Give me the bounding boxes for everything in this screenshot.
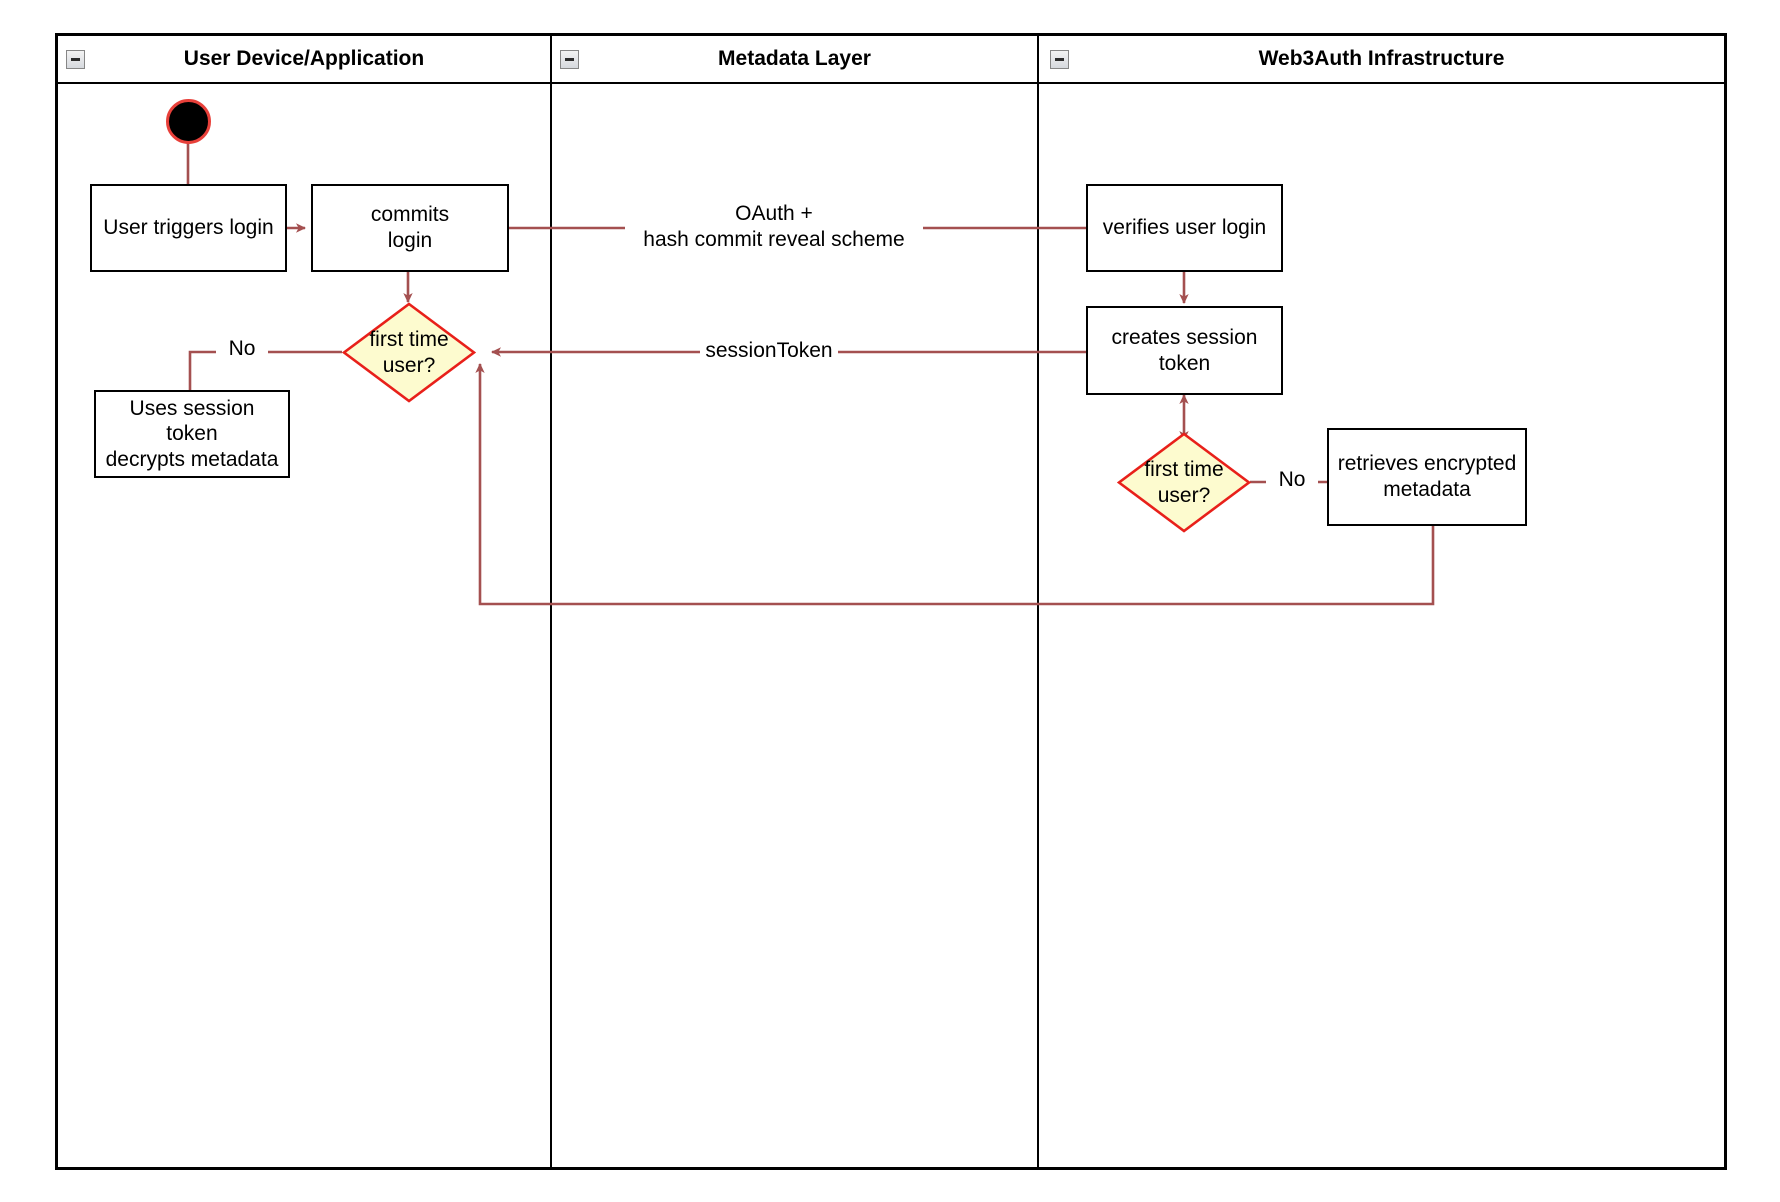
activity-label: retrieves encrypted metadata [1337, 452, 1517, 501]
lane-header-metadata-layer[interactable]: Metadata Layer [552, 36, 1039, 84]
activity-creates-session-token[interactable]: creates session token [1086, 306, 1283, 395]
decision-label: first time user? [369, 327, 449, 377]
activity-user-triggers-login[interactable]: User triggers login [90, 184, 287, 272]
lane-title-user-device: User Device/Application [183, 47, 425, 70]
edge-label-oauth-commit: OAuth + hash commit reveal scheme [625, 201, 923, 254]
decision-label: first time user? [1144, 457, 1224, 507]
collapse-minus-icon-user-device[interactable] [66, 50, 85, 69]
decision-first-time-user-right[interactable]: first time user? [1116, 432, 1252, 533]
edge-label-no-right: No [1266, 467, 1318, 494]
lane-body-metadata-layer [552, 84, 1039, 1167]
activity-label: verifies user login [1102, 216, 1267, 240]
activity-commits-login[interactable]: commits login [311, 184, 509, 272]
edge-label-no-left: No [216, 336, 268, 363]
collapse-minus-icon-web3auth[interactable] [1050, 50, 1069, 69]
lane-title-metadata-layer: Metadata Layer [718, 47, 871, 70]
decision-diamond-shape [341, 302, 477, 403]
activity-label: User triggers login [103, 216, 274, 240]
collapse-minus-icon-metadata-layer[interactable] [560, 50, 579, 69]
lane-title-web3auth: Web3Auth Infrastructure [1258, 47, 1505, 70]
activity-label: creates session token [1111, 325, 1258, 375]
lane-header-user-device[interactable]: User Device/Application [58, 36, 552, 84]
activity-label: Uses session token decrypts metadata [105, 396, 279, 471]
lane-body-user-device [58, 84, 552, 1167]
activity-uses-session-token[interactable]: Uses session token decrypts metadata [94, 390, 290, 478]
decision-diamond-shape [1116, 432, 1252, 533]
lane-header-web3auth[interactable]: Web3Auth Infrastructure [1039, 36, 1724, 84]
start-node [166, 99, 211, 144]
activity-label: commits login [370, 203, 450, 252]
edge-label-session-token: sessionToken [700, 338, 838, 365]
activity-retrieves-encrypted-metadata[interactable]: retrieves encrypted metadata [1327, 428, 1527, 526]
decision-first-time-user-left[interactable]: first time user? [341, 302, 477, 403]
activity-verifies-user-login[interactable]: verifies user login [1086, 184, 1283, 272]
